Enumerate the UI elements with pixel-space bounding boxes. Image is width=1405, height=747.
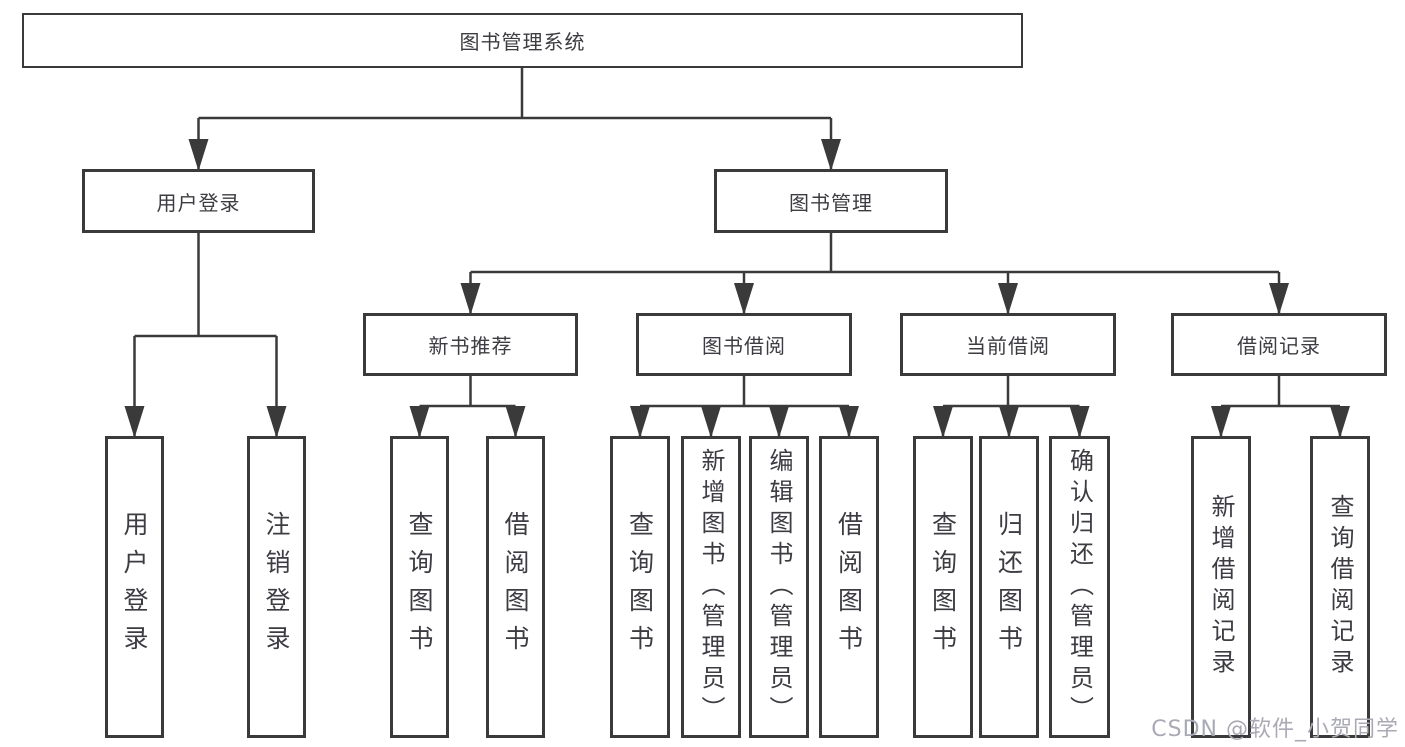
leaf-logout: 注销登录 — [247, 436, 306, 738]
leaf-edit-books-admin-label: 编辑图书（管理员） — [765, 447, 793, 727]
leaf-edit-books-admin: 编辑图书（管理员） — [749, 436, 809, 738]
node-book-borrowing: 图书借阅 — [636, 313, 852, 376]
leaf-borrow-books-recommend-label: 借阅图书 — [501, 511, 530, 663]
node-book-borrowing-label: 图书借阅 — [702, 334, 786, 358]
node-book-management-label: 图书管理 — [789, 190, 873, 215]
leaf-query-borrow-record: 查询借阅记录 — [1310, 436, 1370, 738]
leaf-user-login: 用户登录 — [105, 436, 164, 738]
node-book-management: 图书管理 — [714, 169, 948, 233]
leaf-borrow-books: 借阅图书 — [819, 436, 879, 738]
node-borrow-records: 借阅记录 — [1171, 313, 1387, 376]
node-current-borrowing-label: 当前借阅 — [966, 334, 1050, 358]
node-user-login-branch: 用户登录 — [82, 169, 315, 233]
leaf-add-books-admin-label: 新增图书（管理员） — [697, 447, 725, 727]
csdn-watermark: CSDN @软件_小贺同学 — [1151, 717, 1399, 742]
connector-borrow-records-to-leaves — [1219, 376, 1342, 437]
node-borrow-records-label: 借阅记录 — [1237, 334, 1321, 358]
leaf-add-borrow-record-label: 新增借阅记录 — [1207, 494, 1235, 680]
node-new-book-recommend: 新书推荐 — [363, 313, 578, 376]
leaf-query-books-borrow: 查询图书 — [610, 436, 670, 738]
leaf-add-borrow-record: 新增借阅记录 — [1191, 436, 1251, 738]
arrowheads-user-login-leaves — [124, 406, 287, 438]
leaf-add-books-admin: 新增图书（管理员） — [681, 436, 741, 738]
connector-book-borrow-to-leaves — [638, 376, 851, 437]
arrowheads-leaf-row — [409, 406, 1350, 438]
leaf-confirm-return-admin-label: 确认归还（管理员） — [1065, 447, 1094, 727]
leaf-return-books: 归还图书 — [979, 436, 1039, 738]
node-new-book-recommend-label: 新书推荐 — [428, 334, 513, 358]
connector-user-login-to-leaves — [133, 233, 278, 437]
leaf-query-books-borrow-label: 查询图书 — [625, 511, 655, 663]
leaf-query-books-current: 查询图书 — [913, 436, 973, 738]
leaf-query-books-current-label: 查询图书 — [928, 511, 958, 663]
node-root-system: 图书管理系统 — [22, 13, 1023, 68]
leaf-query-books-recommend: 查询图书 — [390, 436, 449, 738]
leaf-confirm-return-admin: 确认归还（管理员） — [1049, 436, 1110, 738]
leaf-query-books-recommend-label: 查询图书 — [405, 511, 434, 663]
arrowheads-level3 — [460, 283, 1289, 315]
node-root-system-label: 图书管理系统 — [459, 30, 586, 54]
leaf-logout-label: 注销登录 — [262, 511, 291, 663]
node-current-borrowing: 当前借阅 — [900, 313, 1116, 376]
connector-new-books-to-leaves — [418, 376, 517, 437]
leaf-borrow-books-recommend: 借阅图书 — [486, 436, 545, 738]
leaf-return-books-label: 归还图书 — [994, 511, 1024, 663]
leaf-borrow-books-label: 借阅图书 — [834, 511, 864, 663]
connector-root-to-level2 — [197, 68, 833, 170]
leaf-query-borrow-record-label: 查询借阅记录 — [1326, 494, 1354, 680]
connector-book-mgmt-to-level3 — [469, 233, 1281, 314]
leaf-user-login-label: 用户登录 — [120, 511, 149, 663]
node-user-login-branch-label: 用户登录 — [156, 190, 241, 215]
arrowheads-level2 — [188, 139, 841, 171]
